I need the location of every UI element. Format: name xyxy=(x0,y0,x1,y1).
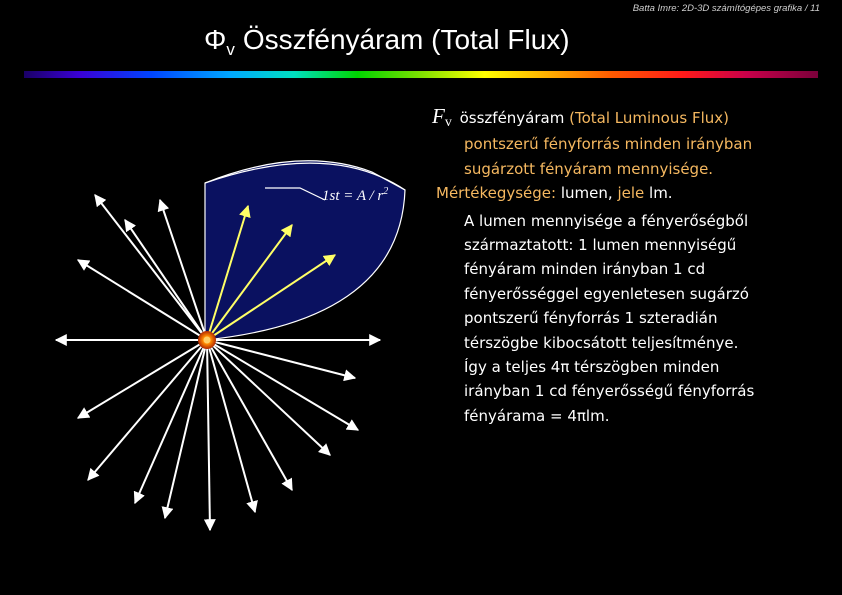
highlighted-light-ray xyxy=(206,254,336,341)
title-subscript: v xyxy=(226,40,235,59)
flux-symbol: F xyxy=(432,104,445,128)
light-ray xyxy=(157,198,208,341)
title-symbol: Φ xyxy=(204,24,227,55)
light-source-core xyxy=(203,336,211,344)
lumen-explanation-line: A lumen mennyisége a fényerőségből xyxy=(464,211,749,230)
text-content: Fv összfényáram (Total Luminous Flux) po… xyxy=(432,104,837,428)
flux-definition-line: pontszerű fényforrás minden irányban xyxy=(464,135,753,154)
lumen-explanation-line: fényerősséggel egyenletesen sugárzó xyxy=(464,284,749,303)
lumen-explanation-line: fényáram minden irányban 1 cd xyxy=(464,260,706,279)
formula-callout-line xyxy=(265,187,326,201)
flux-symbol-subscript: v xyxy=(444,115,452,130)
light-ray xyxy=(206,339,360,431)
lumen-explanation-line: pontszerű fényforrás 1 szteradián xyxy=(464,309,718,328)
total-flux-line: fényárama = 4πlm. xyxy=(464,406,610,425)
cone-cap-arc xyxy=(204,162,406,191)
light-ray xyxy=(124,219,208,341)
slide-title: Φv Összfényáram (Total Flux) xyxy=(204,24,570,59)
lumen-explanation: A lumen mennyisége a fényerőségből szárm… xyxy=(432,209,837,355)
light-ray xyxy=(94,194,208,341)
unit-label: Mértékegysége: xyxy=(436,184,557,203)
light-ray xyxy=(206,339,331,456)
highlighted-light-ray xyxy=(206,224,293,341)
light-ray xyxy=(76,339,208,419)
flux-definition-heading: Fv összfényáram (Total Luminous Flux) xyxy=(432,104,837,132)
rainbow-divider xyxy=(24,71,818,78)
light-ray xyxy=(206,339,258,514)
lumen-explanation-line: térszögbe kibocsátott teljesítménye. xyxy=(464,333,739,352)
slide-header-note: Batta Imre: 2D-3D számítógépes grafika /… xyxy=(632,3,820,14)
unit-sign-label: jele xyxy=(617,184,645,203)
lumen-explanation-line: származtatott: 1 lumen mennyiségű xyxy=(464,236,737,255)
ray-group xyxy=(54,194,382,532)
total-flux-line: irányban 1 cd fényerősségű fényforrás xyxy=(464,382,755,401)
unit-comma: , xyxy=(607,184,613,203)
total-flux-explanation: Így a teljes 4π térszögben minden irányb… xyxy=(432,355,837,428)
formula-label: 1st = A / r2 xyxy=(322,186,388,204)
flux-definition-line: sugárzott fényáram mennyisége. xyxy=(464,159,714,178)
flux-term-english: (Total Luminous Flux) xyxy=(569,109,729,127)
unit-name: lumen xyxy=(560,184,608,203)
luminous-flux-diagram: 1st = A / r2 xyxy=(54,160,406,532)
highlighted-light-ray xyxy=(206,204,251,341)
solid-angle-cone xyxy=(204,160,406,341)
light-ray xyxy=(161,339,208,520)
light-ray xyxy=(133,339,208,505)
light-ray xyxy=(206,339,357,382)
unit-sign: lm. xyxy=(649,184,673,203)
light-ray xyxy=(206,339,293,492)
total-flux-line: Így a teljes 4π térszögben minden xyxy=(464,358,720,377)
light-ray xyxy=(87,339,208,481)
title-text: Összfényáram (Total Flux) xyxy=(242,24,570,55)
light-ray xyxy=(76,259,208,341)
flux-term: összfényáram xyxy=(459,109,565,127)
unit-line: Mértékegysége: lumen, jele lm. xyxy=(432,181,837,205)
flux-definition: pontszerű fényforrás minden irányban sug… xyxy=(432,132,837,181)
light-ray xyxy=(203,339,216,532)
